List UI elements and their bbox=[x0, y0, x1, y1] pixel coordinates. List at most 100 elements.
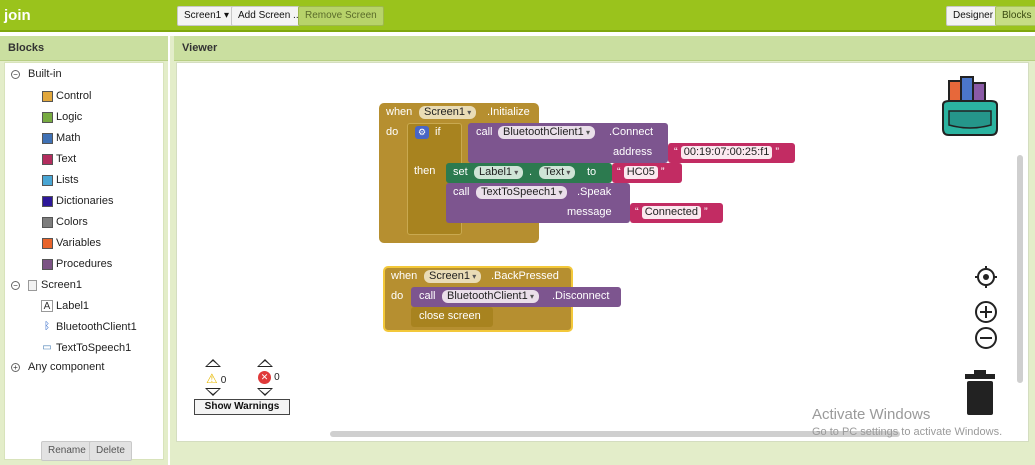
color-swatch-icon bbox=[42, 153, 53, 165]
color-swatch-icon bbox=[42, 132, 53, 144]
tts-component-dropdown[interactable]: TextToSpeech1 bbox=[476, 186, 568, 199]
add-screen-button[interactable]: Add Screen ... bbox=[231, 6, 309, 26]
designer-button[interactable]: Designer bbox=[946, 6, 1001, 26]
horizontal-scrollbar[interactable] bbox=[330, 431, 900, 437]
connected-string[interactable]: “ Connected ” bbox=[635, 206, 708, 219]
builtin-item-lists[interactable]: Lists bbox=[42, 174, 79, 186]
screen-component-dropdown[interactable]: Screen1 bbox=[419, 106, 477, 119]
expand-icon[interactable]: + bbox=[11, 362, 20, 372]
builtin-item-label: Dictionaries bbox=[56, 195, 114, 207]
viewer-header: Viewer bbox=[174, 36, 1035, 61]
warning-icon: ⚠ bbox=[206, 371, 218, 386]
warning-indicator: ⚠ 0 bbox=[206, 371, 226, 387]
collapse-icon[interactable]: − bbox=[11, 280, 20, 290]
set-label: set bbox=[453, 166, 468, 178]
call-label: call bbox=[453, 186, 470, 198]
label-icon: A bbox=[41, 300, 53, 312]
when-label: when bbox=[391, 270, 418, 282]
color-swatch-icon bbox=[42, 258, 53, 270]
builtin-label: Built-in bbox=[28, 68, 62, 80]
color-swatch-icon bbox=[42, 174, 53, 186]
remove-screen-button[interactable]: Remove Screen bbox=[298, 6, 384, 26]
dot-separator: . bbox=[529, 166, 533, 178]
bluetooth-component-dropdown[interactable]: BluetoothClient1 bbox=[442, 290, 539, 303]
color-swatch-icon bbox=[42, 111, 53, 123]
message-label: message bbox=[567, 206, 612, 218]
component-label: TextToSpeech1 bbox=[56, 342, 132, 354]
blocks-panel-header: Blocks bbox=[0, 36, 168, 61]
zoom-in-icon[interactable] bbox=[974, 300, 998, 324]
call-label: call bbox=[419, 290, 436, 302]
delete-button[interactable]: Delete bbox=[89, 441, 132, 461]
backpack-icon[interactable] bbox=[939, 75, 1001, 139]
screen-select-dropdown[interactable]: Screen1 ▾ bbox=[177, 6, 237, 26]
builtin-item-colors[interactable]: Colors bbox=[42, 216, 88, 228]
project-title: join bbox=[4, 7, 31, 24]
gear-icon[interactable]: ⚙ bbox=[415, 126, 429, 139]
color-swatch-icon bbox=[42, 216, 53, 228]
close-screen-block[interactable] bbox=[411, 307, 493, 327]
error-count: 0 bbox=[274, 372, 280, 383]
error-prev-arrow[interactable] bbox=[257, 359, 273, 367]
blocks-workspace[interactable]: when Screen1 .Initialize do ⚙ if then ca… bbox=[176, 62, 1029, 442]
call-label: call bbox=[476, 126, 493, 138]
blocks-button[interactable]: Blocks bbox=[995, 6, 1035, 26]
activate-windows-subtitle: Go to PC settings to activate Windows. bbox=[812, 426, 1003, 438]
do-label: do bbox=[386, 126, 399, 138]
address-label: address bbox=[613, 146, 653, 158]
address-string[interactable]: “ 00:19:07:00:25:f1 ” bbox=[674, 146, 780, 159]
rename-button[interactable]: Rename bbox=[41, 441, 93, 461]
builtin-item-math[interactable]: Math bbox=[42, 132, 80, 144]
any-component-group[interactable]: + Any component bbox=[11, 361, 104, 373]
screen1-label: Screen1 bbox=[41, 279, 82, 291]
builtin-item-control[interactable]: Control bbox=[42, 90, 91, 102]
speak-method-label: .Speak bbox=[577, 186, 612, 198]
show-warnings-button[interactable]: Show Warnings bbox=[194, 399, 290, 415]
builtin-item-label: Colors bbox=[56, 216, 88, 228]
builtin-item-logic[interactable]: Logic bbox=[42, 111, 82, 123]
color-swatch-icon bbox=[42, 237, 53, 249]
builtin-item-label: Logic bbox=[56, 111, 83, 123]
error-icon: ✕ bbox=[258, 371, 271, 384]
top-bar: join Screen1 ▾ Add Screen ... Remove Scr… bbox=[0, 0, 1035, 32]
activate-windows-title: Activate Windows bbox=[812, 406, 931, 423]
builtin-item-procedures[interactable]: Procedures bbox=[42, 258, 112, 270]
builtin-item-label: Variables bbox=[56, 237, 102, 249]
label-component-dropdown[interactable]: Label1 bbox=[474, 166, 524, 179]
screen-component-dropdown[interactable]: Screen1 bbox=[424, 270, 482, 283]
then-label: then bbox=[414, 165, 436, 177]
do-label: do bbox=[391, 290, 404, 302]
trash-icon[interactable] bbox=[963, 370, 997, 416]
hc05-string[interactable]: “ HC05 ” bbox=[617, 166, 665, 179]
zoom-out-icon[interactable] bbox=[974, 326, 998, 350]
builtin-item-dictionaries[interactable]: Dictionaries bbox=[42, 195, 113, 207]
builtin-group[interactable]: − Built-in bbox=[11, 68, 62, 80]
blocks-tree bbox=[4, 62, 164, 460]
builtin-item-label: Math bbox=[56, 132, 81, 144]
close-screen-label: close screen bbox=[419, 310, 481, 322]
when-label: when bbox=[386, 106, 413, 118]
builtin-item-variables[interactable]: Variables bbox=[42, 237, 101, 249]
speech-icon: ▭ bbox=[42, 342, 52, 353]
builtin-item-label: Text bbox=[56, 153, 77, 165]
warning-next-arrow[interactable] bbox=[205, 388, 221, 396]
screen-icon bbox=[28, 279, 37, 291]
initialize-label: .Initialize bbox=[487, 106, 530, 118]
warning-prev-arrow[interactable] bbox=[205, 359, 221, 367]
connect-method-label: .Connect bbox=[609, 126, 654, 138]
recenter-icon[interactable] bbox=[975, 266, 997, 288]
component-item[interactable]: ▭ TextToSpeech1 bbox=[41, 342, 131, 354]
collapse-icon[interactable]: − bbox=[11, 69, 20, 79]
warning-count: 0 bbox=[220, 375, 227, 386]
color-swatch-icon bbox=[42, 90, 53, 102]
bluetooth-component-dropdown[interactable]: BluetoothClient1 bbox=[498, 126, 595, 139]
builtin-item-text[interactable]: Text bbox=[42, 153, 76, 165]
any-component-label: Any component bbox=[28, 361, 105, 373]
error-next-arrow[interactable] bbox=[257, 388, 273, 396]
screen1-group[interactable]: − Screen1 bbox=[11, 279, 82, 291]
text-property-dropdown[interactable]: Text bbox=[539, 166, 576, 179]
vertical-scrollbar[interactable] bbox=[1017, 155, 1023, 383]
component-label: Label1 bbox=[56, 300, 90, 312]
